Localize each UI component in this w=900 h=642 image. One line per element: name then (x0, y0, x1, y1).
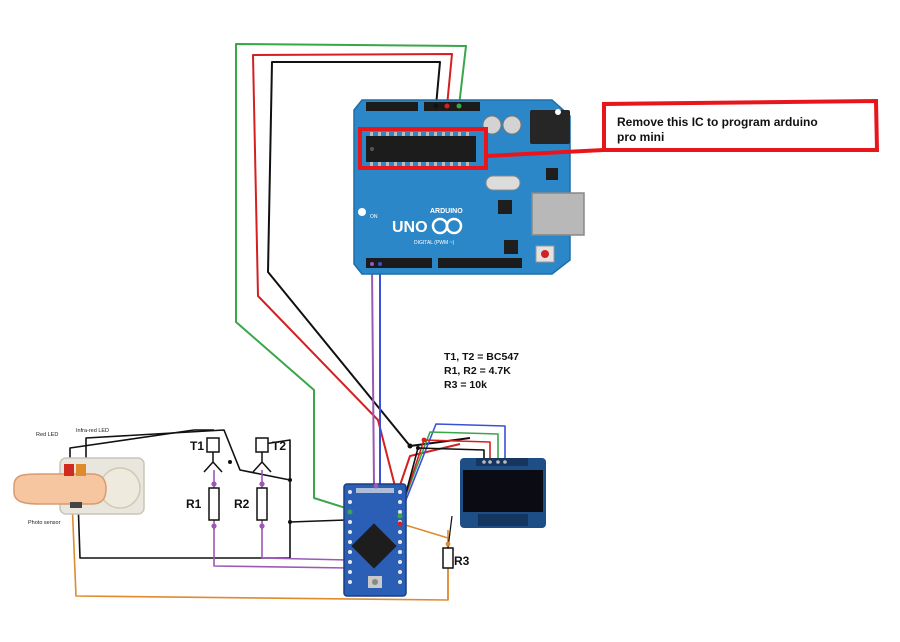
wire-oled-red (399, 439, 491, 513)
callout-text-line1: Remove this IC to program arduino (617, 115, 818, 129)
oled-display (460, 458, 546, 528)
uno-top-header-right (424, 102, 480, 111)
wire-red (252, 53, 461, 495)
resistor-r3: R3 (442, 541, 470, 569)
svg-text:ON: ON (370, 214, 378, 220)
ir-led (76, 464, 86, 476)
callout-ic-highlight (358, 127, 488, 170)
wire-oled-blue (397, 423, 506, 521)
uno-top-header-left (366, 102, 418, 111)
junction-dots (228, 437, 427, 524)
resistor-r1: R1 (186, 481, 220, 529)
callout: Remove this IC to program arduino pro mi… (358, 98, 880, 170)
wire-oled-green (397, 431, 499, 517)
wire-black-bottom (77, 499, 291, 559)
label-r1: R1 (186, 497, 202, 511)
label-r2: R2 (234, 497, 250, 511)
wire-oled-black (401, 447, 485, 509)
component-notes: T1, T2 = BC547 R1, R2 = 4.7K R3 = 10k (444, 351, 519, 391)
note-r3: R3 = 10k (444, 379, 487, 391)
wire-black (267, 61, 471, 447)
photo-sensor (70, 502, 82, 508)
uno-usb-port (531, 192, 585, 236)
uno-bottom-header-right (438, 258, 522, 268)
wire-purple-1 (371, 267, 375, 487)
wire-green (235, 43, 467, 511)
transistor-t2: T2 (252, 437, 286, 473)
label-t2: T2 (272, 439, 286, 453)
red-led (64, 464, 74, 476)
finger-sensor-assembly: Red LED Infra-red LED Photo sensor (13, 428, 145, 526)
label-r3: R3 (454, 554, 470, 568)
wire-purple-r1 (213, 524, 349, 569)
arduino-uno-board: ARDUINO UNO ON DIGITAL (PWM ~) (353, 99, 585, 275)
note-r1-r2: R1, R2 = 4.7K (444, 365, 511, 377)
callout-text-line2: pro mini (617, 130, 664, 144)
svg-text:DIGITAL (PWM ~): DIGITAL (PWM ~) (414, 240, 454, 246)
arduino-pro-mini (343, 483, 407, 597)
label-ir-led: Infra-red LED (76, 428, 109, 434)
label-red-led: Red LED (36, 432, 58, 438)
svg-text:ARDUINO: ARDUINO (430, 208, 463, 215)
wire-purple-r2 (261, 524, 349, 561)
callout-pointer (485, 98, 880, 158)
transistor-t1: T1 (190, 437, 223, 473)
uno-bottom-header-left (366, 258, 432, 268)
note-transistors: T1, T2 = BC547 (444, 351, 519, 363)
uno-atmega-ic (366, 136, 476, 162)
label-photo-sensor: Photo sensor (28, 520, 61, 526)
uno-power-jack (530, 110, 570, 144)
uno-logo: ARDUINO UNO (392, 208, 463, 236)
svg-text:UNO: UNO (392, 219, 428, 236)
finger (13, 473, 107, 505)
label-t1: T1 (190, 439, 204, 453)
resistor-r2: R2 (234, 481, 268, 529)
